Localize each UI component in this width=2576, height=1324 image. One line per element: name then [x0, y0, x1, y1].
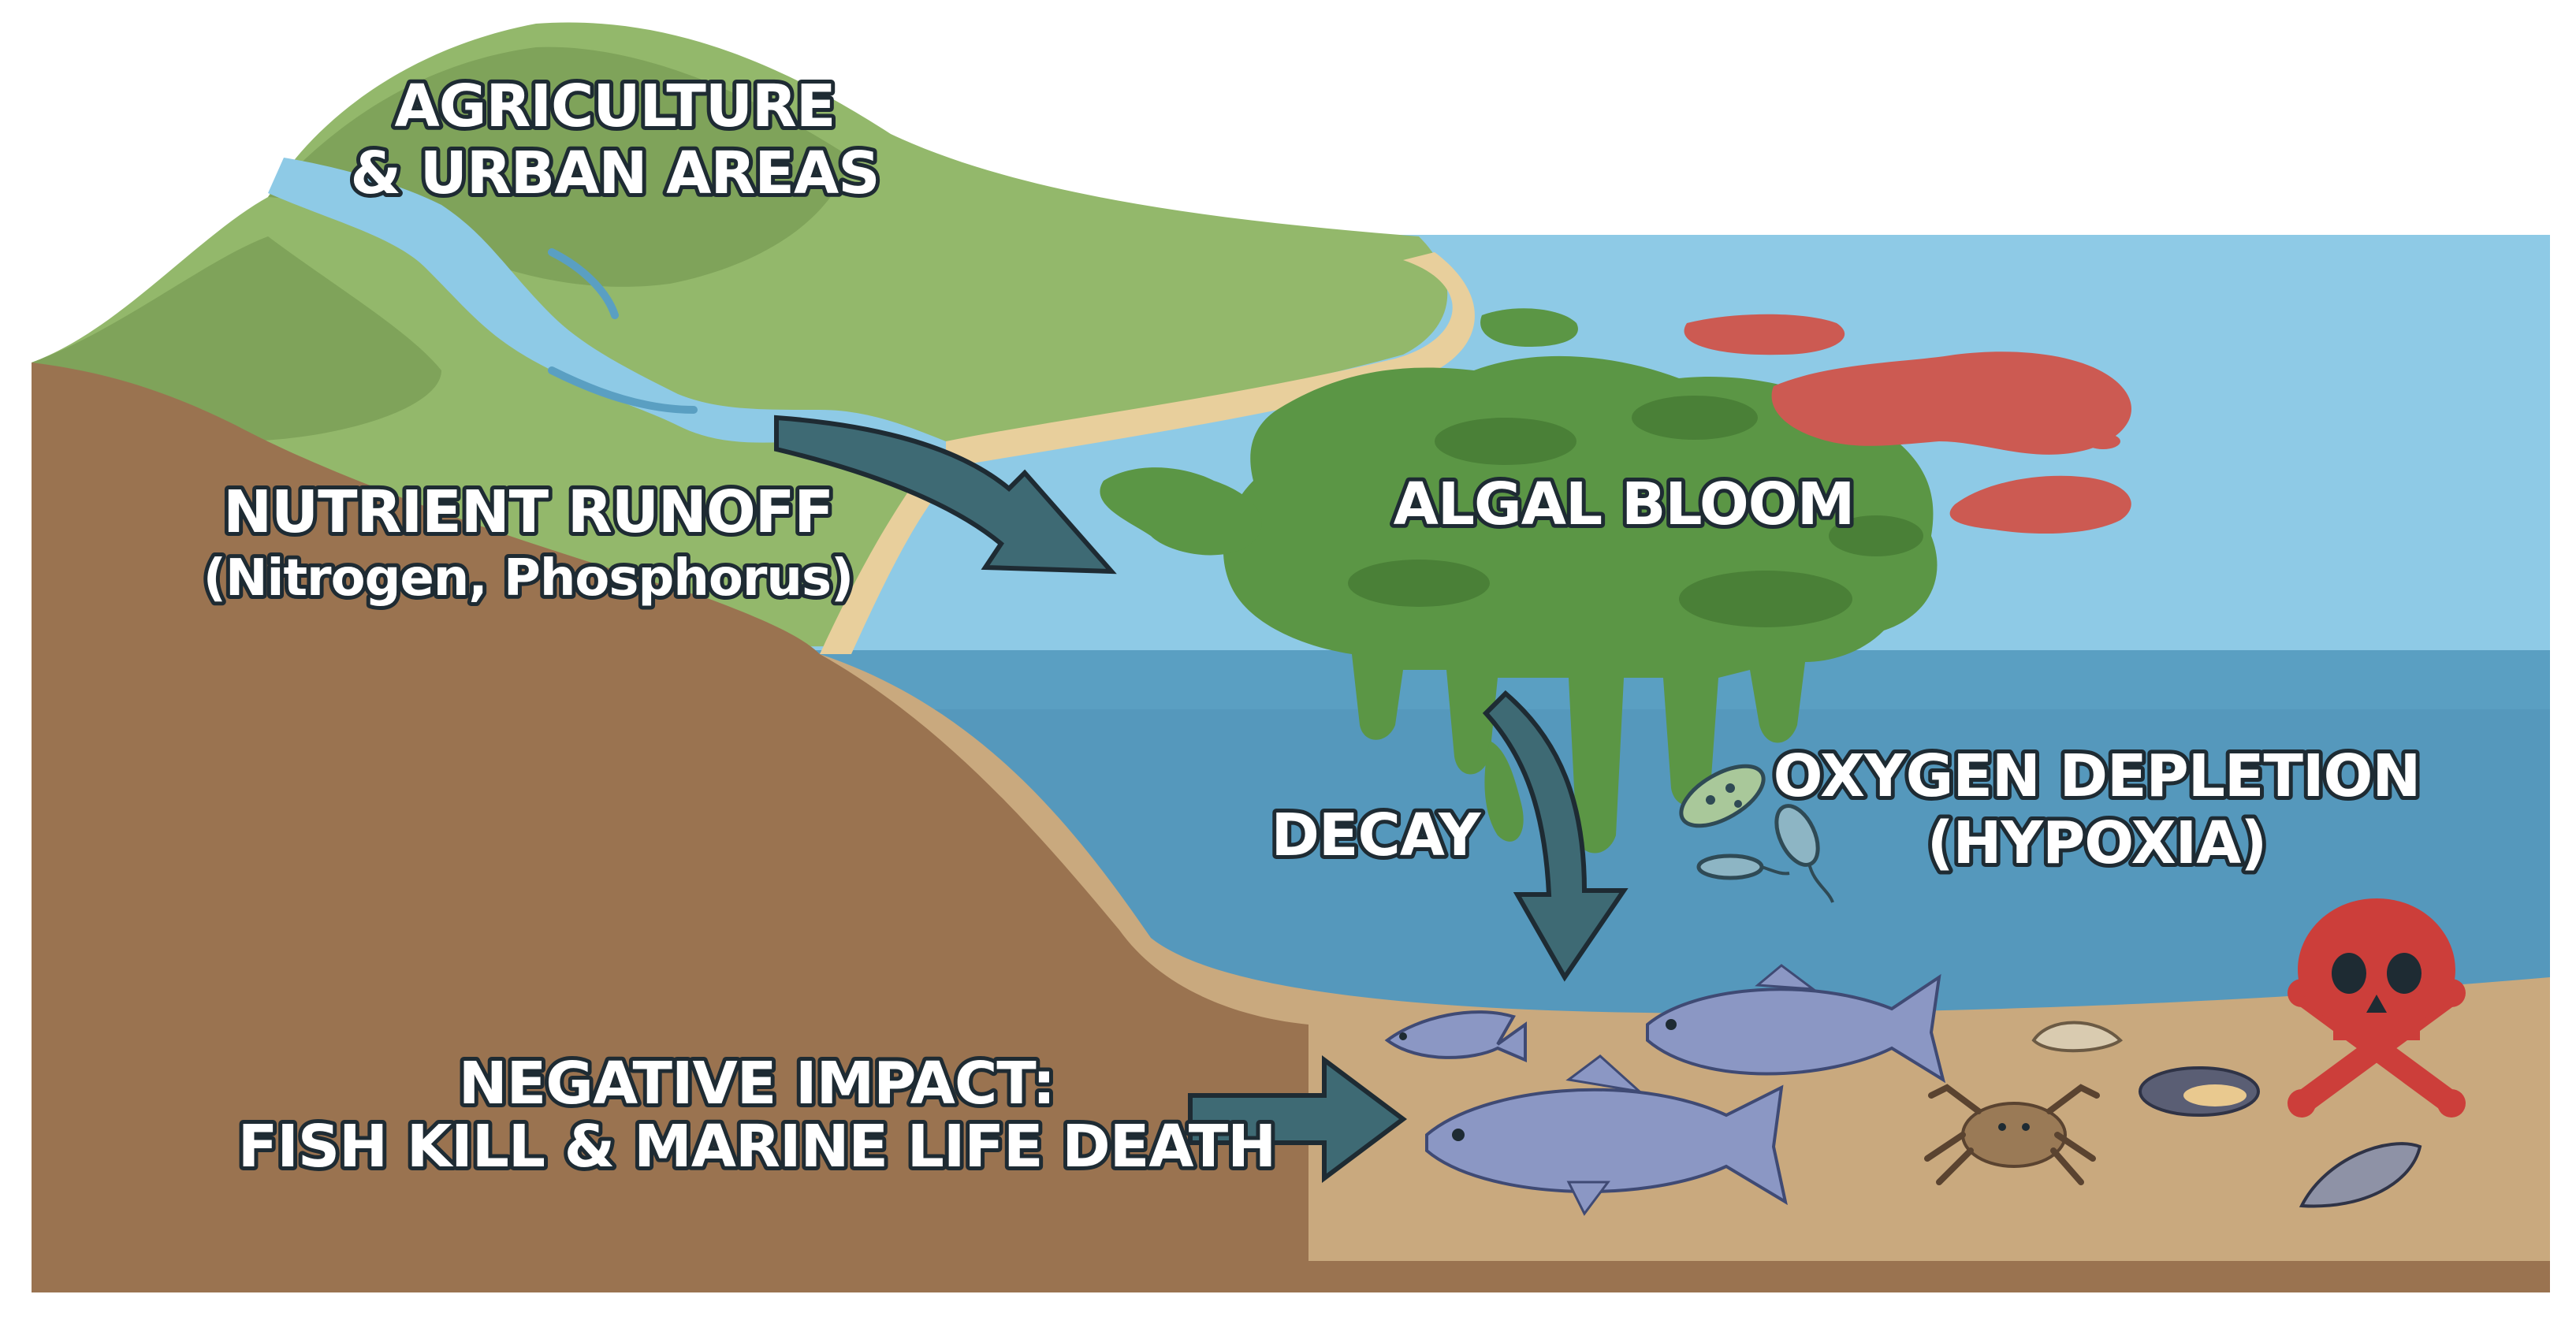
- label-agriculture-line2: & URBAN AREAS: [350, 139, 879, 207]
- label-negative-impact: NEGATIVE IMPACT: FISH KILL & MARINE LIFE…: [234, 1046, 1280, 1185]
- arrow-icon: [1188, 1055, 1407, 1183]
- fish-icon: [1425, 1054, 1788, 1216]
- algae-drip: [1484, 741, 1524, 842]
- bacteria-icon: [1696, 854, 1790, 880]
- algae-small: [1480, 308, 1578, 347]
- arrow-icon: [1482, 690, 1629, 982]
- algae-small: [1100, 467, 1262, 556]
- river: [268, 158, 946, 473]
- algae-patch: [1348, 560, 1490, 607]
- bacteria-icon: [1679, 764, 1766, 828]
- label-impact-line2: FISH KILL & MARINE LIFE DEATH: [238, 1113, 1275, 1181]
- algae-patch: [1829, 515, 1923, 556]
- skull-crossbones-icon: [2288, 898, 2466, 1118]
- deep-water-shade: [867, 709, 2550, 1064]
- soil: [32, 363, 1308, 1292]
- label-decay: DECAY: [1271, 801, 1481, 869]
- label-nutrient-runoff: NUTRIENT RUNOFF (Nitrogen, Phosphorus): [199, 474, 858, 612]
- fish-icon: [1646, 964, 1946, 1084]
- red-tide-patch: [2086, 433, 2120, 449]
- bottom-strip: [32, 1261, 2550, 1292]
- arrow-icon: [774, 415, 1117, 575]
- clam-icon: [2031, 1021, 2124, 1053]
- label-impact-line1: NEGATIVE IMPACT:: [459, 1050, 1055, 1118]
- mussel-icon: [2139, 1066, 2260, 1117]
- label-agriculture: AGRICULTURE & URBAN AREAS: [346, 69, 884, 211]
- algae-bloom: [1223, 355, 1938, 854]
- algae-patch: [1632, 396, 1758, 440]
- label-runoff-line1: NUTRIENT RUNOFF: [223, 478, 833, 546]
- red-tide-patch: [1949, 475, 2131, 534]
- label-agriculture-line1: AGRICULTURE: [395, 73, 836, 140]
- red-tide-patch: [1771, 351, 2131, 455]
- fish-icon: [1384, 1010, 1527, 1063]
- river-highlight: [548, 248, 619, 319]
- label-oxygen-line2: (HYPOXIA): [1927, 809, 2267, 877]
- bacteria-icon: [1774, 804, 1834, 903]
- label-algal-bloom: ALGAL BLOOM: [1394, 470, 1855, 538]
- label-oxygen-depletion: OXYGEN DEPLETION (HYPOXIA): [1770, 738, 2425, 881]
- river-highlight-2: [548, 366, 698, 414]
- label-oxygen-line1: OXYGEN DEPLETION: [1774, 742, 2421, 810]
- algae-patch: [1435, 418, 1576, 465]
- label-runoff-line2: (Nitrogen, Phosphorus): [203, 549, 854, 608]
- algae-patch: [1679, 571, 1852, 627]
- mussel-icon: [2299, 1142, 2422, 1208]
- crab-icon: [1924, 1084, 2100, 1185]
- red-tide-patch: [1684, 314, 1845, 355]
